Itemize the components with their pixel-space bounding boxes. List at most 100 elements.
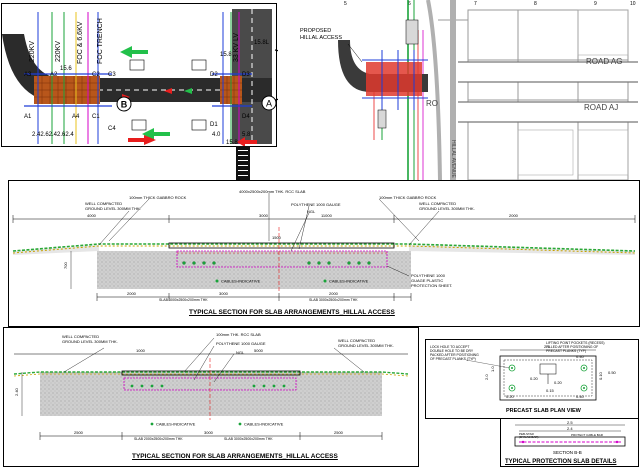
note-small-compact-right-2: GROUND LEVEL 300MM THK. <box>338 343 394 348</box>
svg-text:0.15: 0.15 <box>546 388 555 393</box>
svg-text:2500: 2500 <box>74 430 84 435</box>
note-poly-sheet-3: PROTECTION SHEET. <box>411 283 452 288</box>
svg-text:11000: 11000 <box>321 213 333 218</box>
svg-text:2.4: 2.4 <box>567 426 573 431</box>
dims-bottom: 2.42.62.42.62.4 <box>32 132 74 138</box>
note-small-slab: 100mm THK. RCC SLAB <box>216 332 261 337</box>
gabbro-layer <box>12 243 636 252</box>
svg-text:CABLES-INDICATIVE: CABLES-INDICATIVE <box>156 422 196 427</box>
section-main-frame: 4000 3000 11000 2000 <box>8 180 640 327</box>
proposed-access-1: PROPOSED <box>300 28 331 34</box>
note-small-compact-left-2: GROUND LEVEL 300MM THK. <box>62 339 118 344</box>
label-road-ag: ROAD AG <box>586 57 622 66</box>
svg-text:0.50: 0.50 <box>608 370 617 375</box>
protection-note-1: PEB-STAR <box>519 432 535 436</box>
protection-svg: 2.5 2.4 PEB-STAR (DYNAC BAR) PROTECT CAB… <box>514 420 626 455</box>
svg-text:2.0: 2.0 <box>484 374 489 380</box>
svg-text:2.5: 2.5 <box>567 420 573 425</box>
svg-text:C3: C3 <box>108 72 116 78</box>
cables-left-legend: CABLES-INDICATIVE <box>215 279 261 284</box>
note-compact-right-2: GROUND LEVEL 300MM THK. <box>419 206 475 211</box>
svg-text:9: 9 <box>594 1 597 7</box>
svg-text:1500: 1500 <box>272 235 282 240</box>
protection-title: TYPICAL PROTECTION SLAB DETAILS <box>505 459 617 465</box>
note-slab: 4000x2500x200mm THK. RCC SLAB <box>239 189 306 194</box>
plan-view-title: PRECAST SLAB PLAN VIEW <box>506 408 582 414</box>
marker-b: B <box>121 100 128 110</box>
svg-text:7: 7 <box>474 1 477 7</box>
pv-note-right-3: PRECAST PLANKS (TYP) <box>546 349 586 353</box>
svg-text:1000: 1000 <box>136 348 146 353</box>
note-ngl: NGL <box>307 209 316 214</box>
svg-text:A2: A2 <box>50 72 58 78</box>
protection-frame: 2.5 2.4 PEB-STAR (DYNAC BAR) PROTECT CAB… <box>500 418 639 467</box>
note-compact-left-2: GROUND LEVEL 300MM THK. <box>85 206 141 211</box>
note-gabbro-right: 100mm THICK GABBRO ROCK <box>379 195 437 200</box>
section-main-title: TYPICAL SECTION FOR SLAB ARRANGEMENTS_HI… <box>189 309 395 316</box>
dim-158l: 15.8L <box>254 40 270 46</box>
label-33kv: 33 KV LV <box>233 33 240 62</box>
label-220kv-2: 220KV <box>55 41 62 62</box>
svg-text:0.40: 0.40 <box>576 354 585 359</box>
cables-left-small: CABLES-INDICATIVE <box>150 422 196 427</box>
plan-view-svg: 2.5 0.40 0.20 0.20 0.40 1.0 2.0 0.10 0.5… <box>430 341 617 414</box>
note-compact-right-1: WELL COMPACTED <box>419 201 456 206</box>
svg-text:0.40: 0.40 <box>576 394 585 399</box>
rcc-slab <box>168 242 395 249</box>
svg-text:CABLES-INDICATIVE: CABLES-INDICATIVE <box>221 279 261 284</box>
svg-text:15.8: 15.8 <box>226 140 238 146</box>
svg-text:5.8: 5.8 <box>242 132 251 138</box>
svg-text:3000: 3000 <box>204 430 214 435</box>
protection-note-1b: (DYNAC BAR) <box>519 435 539 439</box>
note-gabbro-left: 100mm THICK GABBRO ROCK <box>129 195 187 200</box>
pv-note-right-1: LIFTING POINT POCKETS (RECESS) <box>546 341 605 345</box>
section-small-title: TYPICAL SECTION FOR SLAB ARRANGEMENTS_HI… <box>132 453 338 460</box>
note-poly-sheet-1: POLYTHENE 1000 <box>411 273 446 278</box>
detail-plan-frame: B A 220KV 220KV FOC & 6.6KV FOC TRENCH 3… <box>1 3 277 147</box>
svg-text:1.0: 1.0 <box>490 366 495 372</box>
svg-text:0.20: 0.20 <box>506 394 515 399</box>
svg-text:D3: D3 <box>242 72 250 78</box>
access-slabs <box>366 62 422 96</box>
svg-text:C1: C1 <box>92 114 100 120</box>
arrow-green-2 <box>142 128 170 140</box>
svg-text:2000: 2000 <box>509 213 519 218</box>
polythene-main <box>176 250 388 268</box>
proposed-access-2: HILLAL ACCESS <box>300 35 342 41</box>
svg-text:0.20: 0.20 <box>530 376 539 381</box>
svg-text:2000: 2000 <box>329 291 339 296</box>
svg-text:D1: D1 <box>210 122 218 128</box>
pv-note-left-4: OF PRECAST PLANKS (TYP) <box>430 357 476 361</box>
note-small-polythene: POLYTHENE 1000 GAUGE <box>216 341 266 346</box>
svg-text:D2: D2 <box>210 72 218 78</box>
section-small-frame: 1000 5000 WELL COMPACTED GROUND LEVEL 30… <box>3 327 419 467</box>
svg-text:2000: 2000 <box>127 291 137 296</box>
svg-text:C4: C4 <box>108 126 116 132</box>
svg-text:D4: D4 <box>242 114 250 120</box>
svg-text:4.0: 4.0 <box>212 132 221 138</box>
svg-text:A4: A4 <box>72 114 80 120</box>
svg-text:3000: 3000 <box>219 291 229 296</box>
svg-text:CABLES-INDICATIVE: CABLES-INDICATIVE <box>329 279 369 284</box>
note-poly-sheet-2: GUAGE PLASTIC <box>411 278 443 283</box>
svg-text:C2: C2 <box>92 72 100 78</box>
label-road-aj: ROAD AJ <box>584 103 618 112</box>
label-foc-trench: FOC TRENCH <box>97 18 104 64</box>
svg-text:CABLES-INDICATIVE: CABLES-INDICATIVE <box>244 422 284 427</box>
svg-text:A1: A1 <box>24 114 32 120</box>
cables-right-small: CABLES-INDICATIVE <box>238 422 284 427</box>
svg-text:SLAB 3000x2500x200mm THK: SLAB 3000x2500x200mm THK <box>309 298 358 302</box>
svg-text:15.8: 15.8 <box>220 52 232 58</box>
callout-block-lines <box>238 150 248 194</box>
svg-text:3000: 3000 <box>259 213 269 218</box>
protection-section-label: SECTION B-B <box>553 450 582 455</box>
section-small-svg: 1000 5000 WELL COMPACTED GROUND LEVEL 30… <box>13 332 409 441</box>
note-small-compact-right-1: WELL COMPACTED <box>338 338 375 343</box>
section-main-svg: 4000 3000 11000 2000 <box>12 189 636 302</box>
note-polythene: POLYTHENE 1000 GAUGE <box>291 202 341 207</box>
svg-text:2.5: 2.5 <box>544 344 550 349</box>
svg-text:10: 10 <box>630 1 636 7</box>
svg-text:4000: 4000 <box>87 213 97 218</box>
dim-156: 15.6 <box>60 66 72 72</box>
svg-text:A3: A3 <box>24 72 32 78</box>
